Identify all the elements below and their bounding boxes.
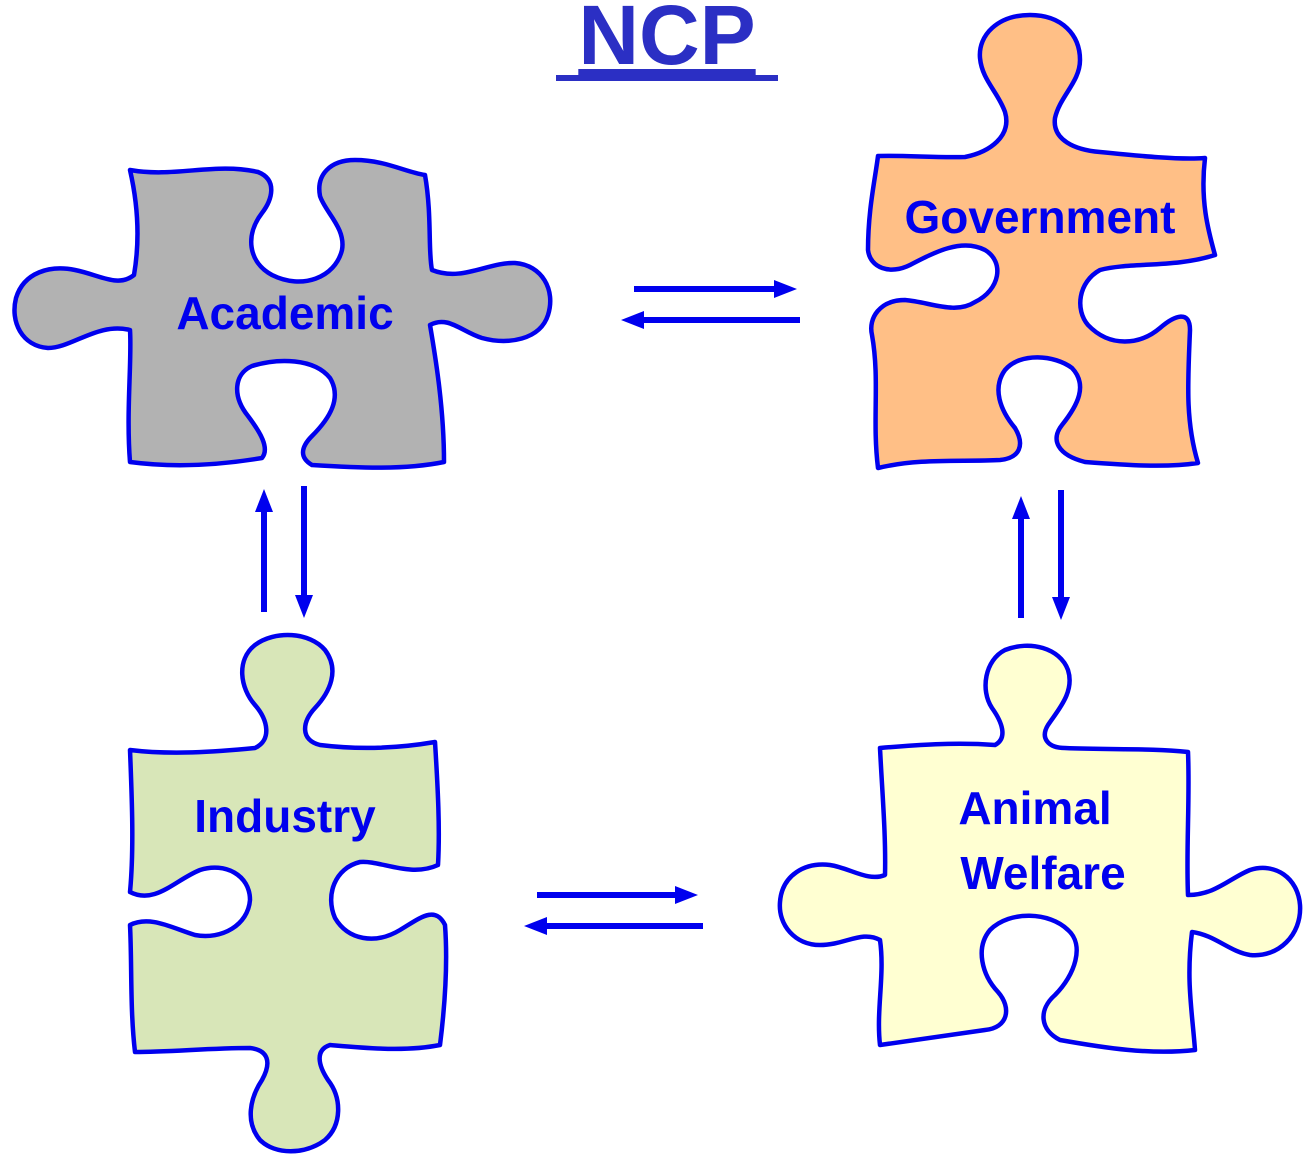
animal-welfare-label-line2: Welfare [960, 847, 1125, 899]
academic-piece-shape [12, 157, 553, 470]
arrow-government-to-animal-welfare [1052, 490, 1070, 620]
arrow-academic-to-industry [295, 486, 313, 618]
arrowhead-down-icon [295, 595, 313, 618]
arrowhead-left-icon [524, 917, 547, 935]
industry-piece-shape [127, 632, 449, 1154]
arrowhead-up-icon [255, 489, 273, 512]
arrow-industry-to-animal-welfare [537, 886, 698, 904]
industry-label: Industry [194, 790, 376, 842]
industry-piece: Industry [127, 632, 449, 1154]
arrowhead-right-icon [675, 886, 698, 904]
diagram-title: NCP [578, 0, 755, 82]
arrowhead-up-icon [1012, 496, 1030, 519]
arrow-industry-to-academic [255, 489, 273, 612]
arrow-government-to-academic [621, 311, 800, 329]
arrow-academic-to-government [634, 280, 797, 298]
animal-welfare-label-line1: Animal [958, 782, 1111, 834]
academic-piece: Academic [12, 157, 553, 470]
arrowhead-left-icon [621, 311, 644, 329]
arrowhead-down-icon [1052, 597, 1070, 620]
arrow-animal-welfare-to-industry [524, 917, 703, 935]
government-label: Government [905, 191, 1176, 243]
government-piece: Government [865, 12, 1218, 471]
animal-welfare-piece-shape [777, 643, 1303, 1054]
government-piece-shape [865, 12, 1218, 471]
arrow-animal-welfare-to-government [1012, 496, 1030, 618]
animal-welfare-piece: Animal Welfare [777, 643, 1303, 1054]
arrowhead-right-icon [774, 280, 797, 298]
academic-label: Academic [176, 287, 393, 339]
